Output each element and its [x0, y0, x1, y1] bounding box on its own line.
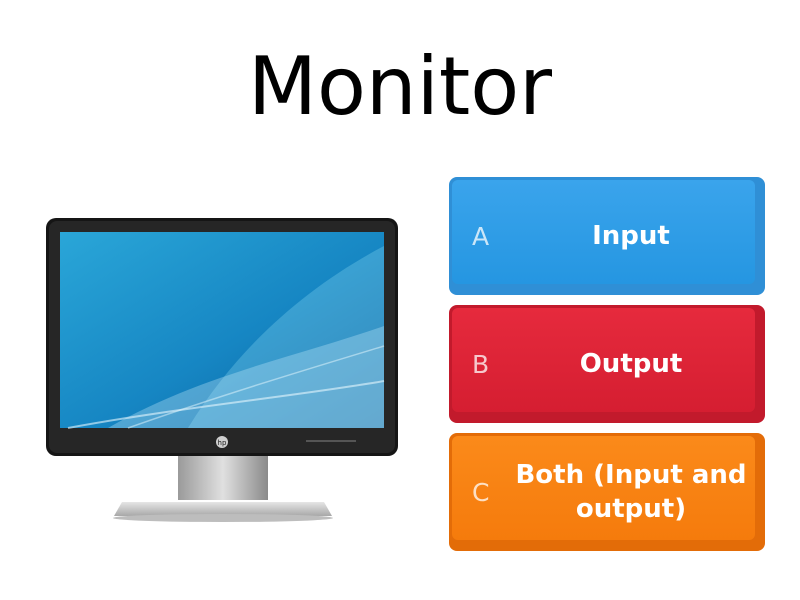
answer-text: Output: [579, 349, 683, 379]
answer-letter: B: [472, 349, 490, 379]
monitor-image: hp: [46, 218, 398, 522]
answer-option-a[interactable]: A Input: [449, 177, 765, 295]
answer-option-c[interactable]: C Both (Input and output): [449, 433, 765, 551]
answer-letter: A: [472, 221, 490, 251]
answer-text: Both (Input and output): [515, 460, 747, 524]
answer-text: Input: [592, 221, 670, 251]
svg-text:hp: hp: [218, 439, 227, 447]
answer-letter: C: [472, 477, 490, 507]
question-title: Monitor: [247, 40, 553, 133]
hp-logo: [216, 436, 228, 448]
answer-option-b[interactable]: B Output: [449, 305, 765, 423]
